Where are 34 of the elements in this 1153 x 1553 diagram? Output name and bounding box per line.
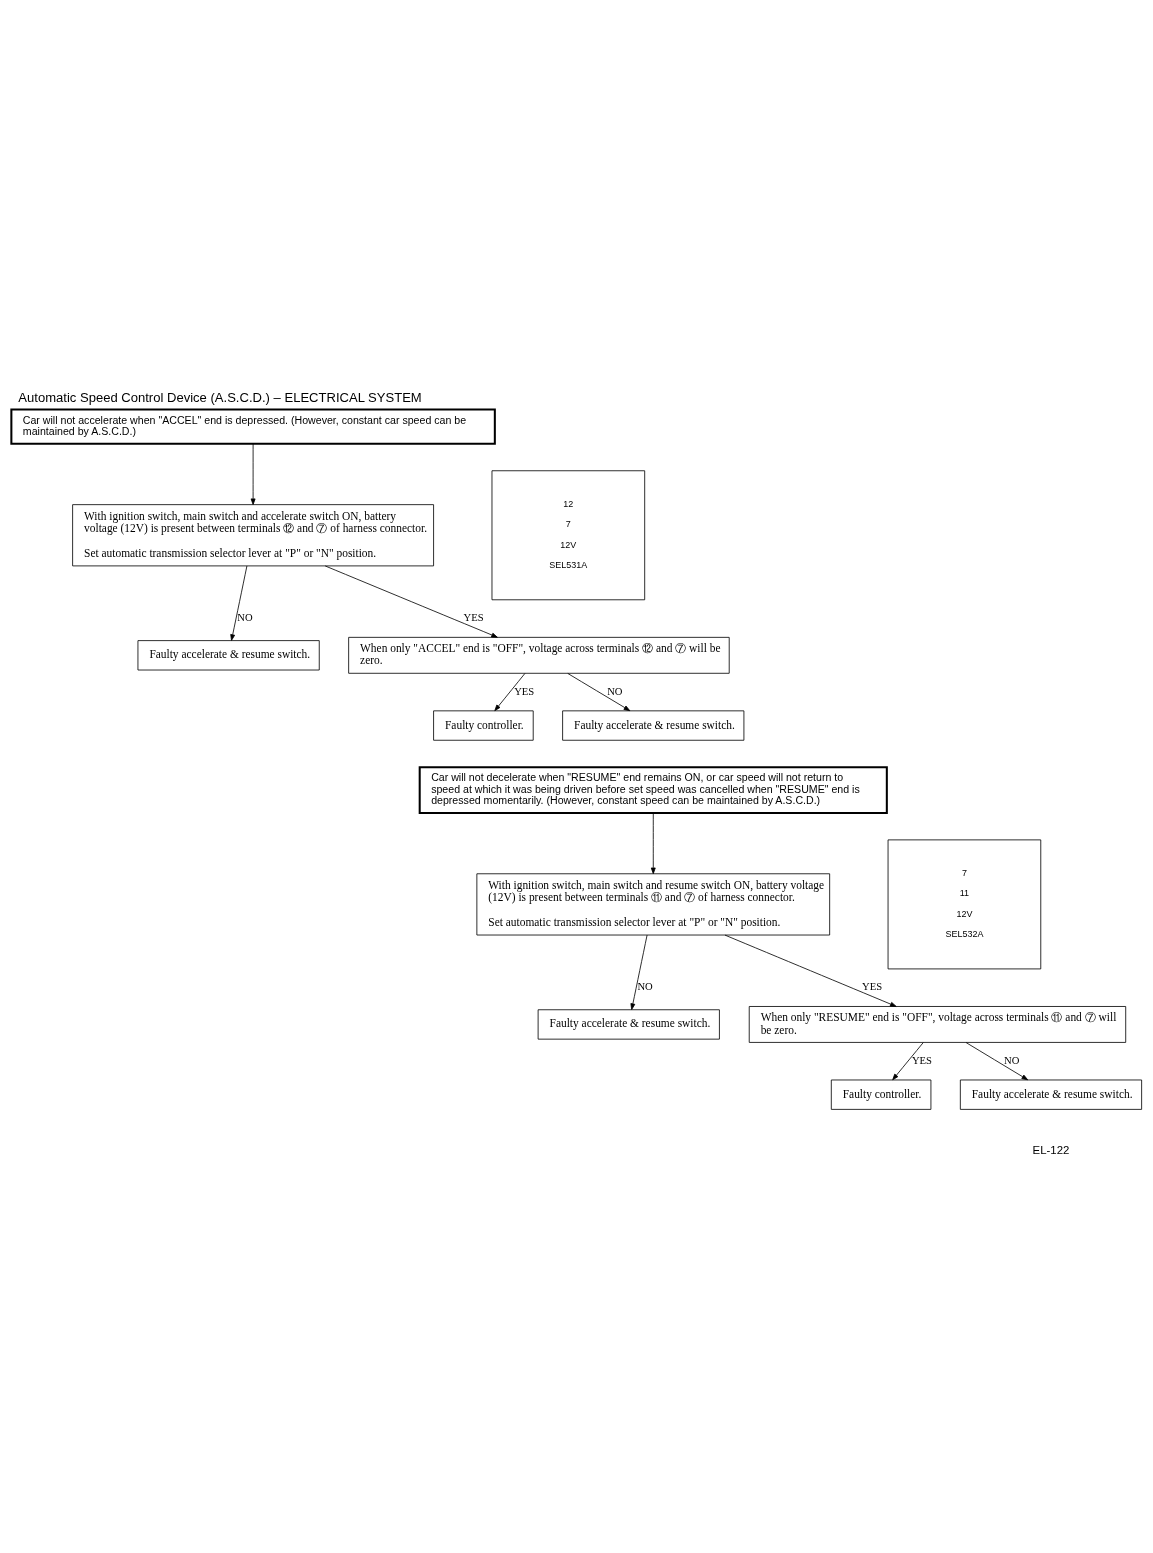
edge-label: YES — [514, 685, 535, 697]
edge-label: NO — [607, 685, 623, 697]
arrow — [230, 565, 248, 641]
node-box: Car will not accelerate when "ACCEL" end is depressed. (However, constant car speed can be maintained by A.S.C.D.) — [10, 408, 496, 445]
label: EL-122 — [1032, 1143, 1070, 1156]
arrow — [965, 1041, 1029, 1080]
node-box: With ignition switch, main switch and accelerate switch ON, battery voltage (12V) is present between terminals ⑫ and ⑦ of harness connector. Set automatic transmission selector lever at "P" or "N" position. — [72, 503, 434, 566]
edge-label: NO — [1004, 1054, 1020, 1066]
node-box: Faulty accelerate & resume switch. — [959, 1079, 1143, 1110]
node-box: Faulty controller. — [830, 1079, 932, 1110]
node-box: When only "ACCEL" end is "OFF", voltage across terminals ⑫ and ⑦ will be zero. — [348, 636, 730, 674]
node-box: Faulty accelerate & resume switch. — [537, 1008, 720, 1040]
arrow — [724, 934, 897, 1007]
edge-label: YES — [911, 1054, 932, 1066]
node-box: Faulty accelerate & resume switch. — [562, 709, 745, 741]
edge-label: YES — [862, 980, 883, 992]
arrow — [494, 672, 526, 711]
node-box: 7 11 12V SEL532A — [887, 838, 1042, 969]
arrow — [567, 672, 631, 711]
node-box: 12 7 12V SEL531A — [491, 469, 646, 600]
diagram-title: Automatic Speed Control Device (A.S.C.D.) – ELECTRICAL SYSTEM — [18, 389, 422, 405]
arrow — [892, 1041, 924, 1080]
node-box: Faulty accelerate & resume switch. — [137, 639, 320, 670]
arrow — [650, 812, 656, 874]
node-box: Faulty controller. — [433, 709, 534, 741]
node-box: When only "RESUME" end is "OFF", voltage across terminals ⑪ and ⑦ will be zero. — [748, 1005, 1127, 1043]
arrow — [324, 565, 498, 638]
arrow — [630, 934, 648, 1010]
node-box: Car will not decelerate when "RESUME" end remains ON, or car speed will not return to speed at which it was being driven before set speed was cancelled when "RESUME" end is depressed momentarily. (However, constant speed can be maintained by A.S.C.D.) — [418, 765, 888, 814]
edge-label: NO — [637, 980, 653, 992]
node-box: With ignition switch, main switch and resume switch ON, battery voltage (12V) is present between terminals ⑪ and ⑦ of harness connector. Set automatic transmission selector lever at "P" or "N" position. — [476, 872, 831, 935]
edge-label: YES — [463, 611, 484, 623]
arrow — [250, 443, 256, 505]
edge-label: NO — [237, 611, 253, 623]
